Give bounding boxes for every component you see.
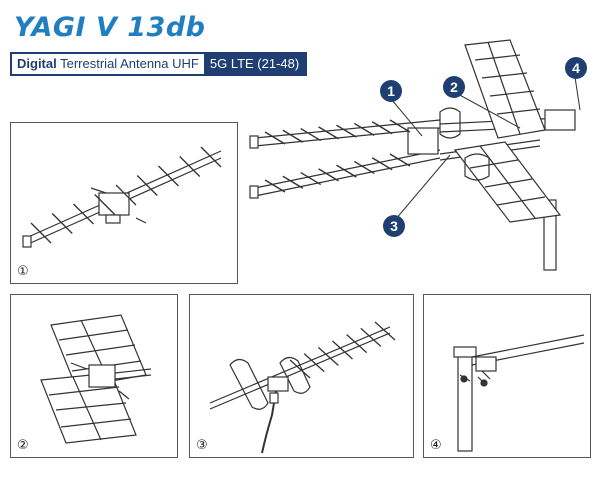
director-element [371,121,393,135]
panel-4-label: ④ [430,438,442,453]
director-element [353,160,375,175]
director-element [158,165,179,187]
callout-4: 4 [565,57,587,79]
step-3-illustration [209,321,396,454]
director-element [353,122,375,137]
panel-3-label: ③ [196,438,208,453]
step-1-illustration [22,146,222,248]
director-element [360,327,382,347]
director-element [94,194,116,215]
panel-step-3: ③ [189,294,414,458]
director-element [336,164,357,178]
director-element [264,179,286,193]
director-element [318,126,339,140]
director-element [389,153,411,167]
director-element [289,359,311,379]
director-element [374,321,396,341]
director-element [264,131,286,145]
director-element [346,334,368,354]
director-element [282,129,304,143]
callout-3: 3 [383,215,405,237]
step-2-illustration [40,314,152,444]
director-element [336,124,357,138]
panel-step-1: ① [10,122,238,284]
panel-1-label: ① [17,264,29,279]
director-element [300,171,322,186]
director-element [115,184,137,206]
director-element [389,119,411,133]
director-element [300,127,322,142]
page-title: YAGI V 13db [14,12,206,43]
subtitle-bar: Digital Terrestrial Antenna UHF 5G LTE (… [10,52,308,76]
subtitle-rest: Terrestrial Antenna UHF [60,56,199,71]
panel-step-4: ④ [423,294,591,458]
director-element [282,175,304,189]
callout-2: 2 [443,76,465,98]
subtitle-main: Digital Terrestrial Antenna UHF [12,54,204,74]
step-4-illustration [453,334,585,452]
callout-1: 1 [380,80,402,102]
director-element [200,146,222,168]
panel-step-2: ② [10,294,178,458]
director-element [332,340,353,360]
director-element [136,175,158,196]
director-element [318,168,339,182]
director-element [317,346,339,366]
director-element [303,353,325,373]
director-element [371,157,393,171]
director-element [73,203,94,225]
director-element [30,222,52,244]
subtitle-tag: 5G LTE (21-48) [203,54,306,74]
director-element [51,213,73,234]
panel-2-label: ② [17,438,29,453]
director-element [179,156,201,177]
subtitle-bold: Digital [17,56,57,71]
